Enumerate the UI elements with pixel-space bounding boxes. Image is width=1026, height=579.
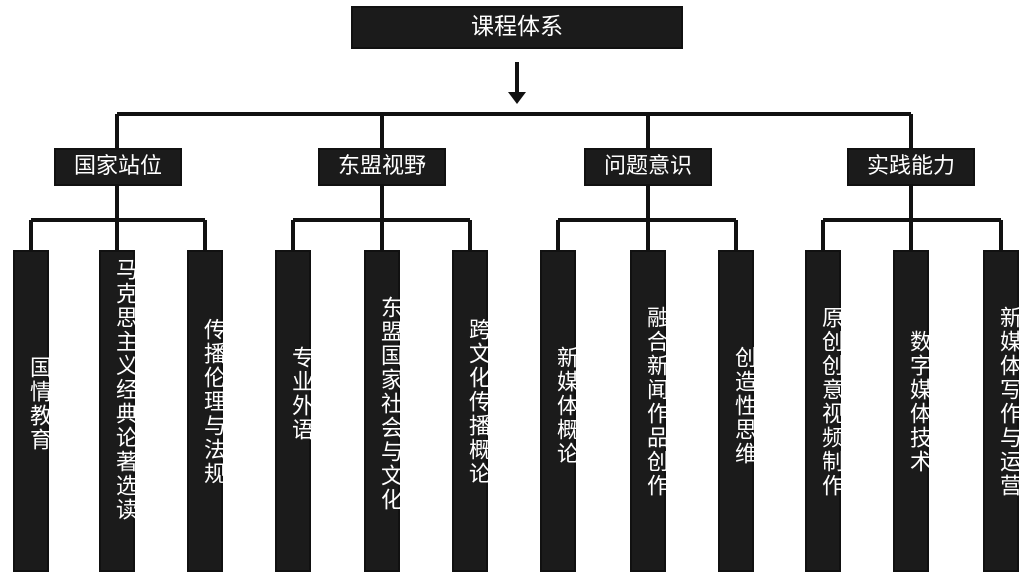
course-node-box bbox=[630, 250, 666, 572]
category-node-box bbox=[847, 148, 975, 186]
category-node-box bbox=[584, 148, 712, 186]
course-node-label: 融合新闻作品创作 bbox=[643, 306, 668, 498]
category-node-label: 东盟视野 bbox=[337, 154, 426, 179]
course-node-box bbox=[805, 250, 841, 572]
course-node-box bbox=[452, 250, 488, 572]
course-node-box bbox=[540, 250, 576, 572]
course-node-label: 原创创意视频制作 bbox=[818, 306, 843, 498]
course-node-label: 东盟国家社会与文化 bbox=[377, 296, 402, 512]
course-node-box bbox=[718, 250, 754, 572]
root-node-box bbox=[351, 6, 683, 49]
course-node-label: 新媒体写作与运营 bbox=[996, 306, 1021, 498]
course-node-label: 创造性思维 bbox=[731, 346, 756, 466]
category-node-label: 实践能力 bbox=[866, 154, 955, 179]
category-node-label: 国家站位 bbox=[73, 154, 162, 179]
course-node-label: 国情教育 bbox=[26, 356, 51, 452]
course-node-box bbox=[275, 250, 311, 572]
course-node-label: 马克思主义经典论著选读 bbox=[112, 258, 137, 522]
course-node-label: 专业外语 bbox=[288, 346, 313, 442]
course-node-label: 数字媒体技术 bbox=[906, 330, 931, 474]
course-node-box bbox=[187, 250, 223, 572]
category-node-box bbox=[54, 148, 182, 186]
course-node-box bbox=[893, 250, 929, 572]
course-node-box bbox=[364, 250, 400, 572]
category-node-box bbox=[318, 148, 446, 186]
category-node-label: 问题意识 bbox=[603, 154, 692, 179]
course-node-label: 传播伦理与法规 bbox=[200, 318, 225, 486]
course-node-box bbox=[983, 250, 1019, 572]
course-node-box bbox=[99, 250, 135, 572]
course-node-label: 新媒体概论 bbox=[553, 346, 578, 466]
root-node-label: 课程体系 bbox=[471, 14, 563, 40]
course-node-box bbox=[13, 250, 49, 572]
course-node-label: 跨文化传播概论 bbox=[465, 318, 490, 486]
